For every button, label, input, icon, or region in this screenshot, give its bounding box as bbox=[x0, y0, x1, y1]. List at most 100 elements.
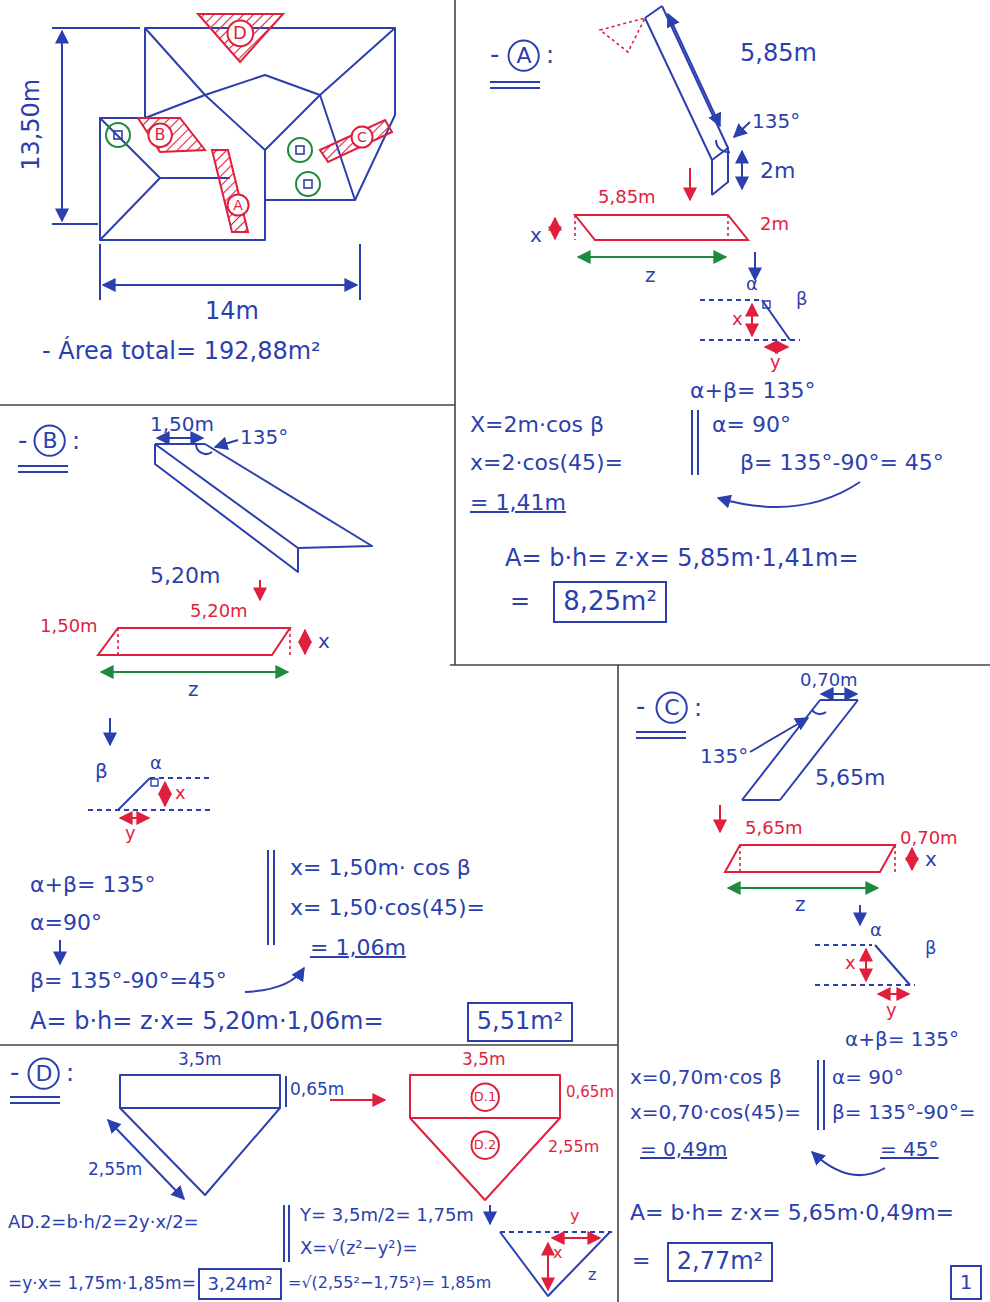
unfolded-strip bbox=[689, 168, 691, 200]
node-text: D.1 bbox=[474, 1090, 496, 1105]
node-text: 8,25m² bbox=[563, 587, 657, 617]
formula-line: x=0,70m·cos β bbox=[630, 1066, 782, 1089]
hidden-edge bbox=[727, 215, 729, 240]
node-text: C bbox=[664, 695, 679, 720]
node-text: 5,51m² bbox=[477, 1008, 563, 1036]
roof-strip-sketch bbox=[88, 809, 210, 811]
formula-line: A= b·h= z·x= 5,20m·1,06m= bbox=[30, 1008, 384, 1036]
formula-line: = bbox=[632, 1248, 650, 1273]
roof-plan bbox=[100, 28, 395, 240]
unfolded-strip bbox=[739, 845, 741, 872]
dimension-label: 2m bbox=[760, 158, 795, 183]
roof-triangle-sketch bbox=[120, 1107, 280, 1109]
dimension-line bbox=[103, 284, 357, 286]
variable-letter: z bbox=[188, 678, 199, 701]
roof-strip-sketch bbox=[151, 779, 158, 786]
roof-strip-sketch bbox=[817, 1060, 819, 1130]
roof-plan bbox=[264, 150, 266, 200]
dimension-label: 1,50m bbox=[40, 616, 98, 637]
formula-line: α+β= 135° bbox=[845, 1028, 959, 1051]
formula-line: x= 1,50m· cos β bbox=[290, 855, 471, 880]
heading-mark: - bbox=[10, 1058, 19, 1088]
roof-strip-sketch bbox=[742, 700, 820, 800]
formula-line: = 0,49m bbox=[640, 1138, 727, 1161]
split-triangle bbox=[552, 1237, 600, 1239]
roof-triangle-sketch bbox=[500, 1231, 612, 1233]
unfolded-strip bbox=[117, 628, 119, 655]
skylight-symbol bbox=[296, 172, 320, 196]
circle-outline bbox=[227, 194, 248, 215]
circle-outline bbox=[35, 426, 65, 456]
formula-line: X=√(z²−y²)= bbox=[300, 1238, 418, 1259]
formula-line: =y·x= 1,75m·1,85m= bbox=[8, 1274, 196, 1294]
variable-letter: x bbox=[175, 783, 186, 804]
roof-strip-sketch bbox=[118, 778, 150, 810]
roof-triangle-sketch bbox=[288, 1205, 290, 1262]
heading-underline bbox=[10, 1096, 60, 1098]
formula-line: x=0,70·cos(45)= bbox=[630, 1101, 801, 1124]
unfolded-strip bbox=[751, 304, 753, 336]
formula-line: =√(2,55²−1,75²)= 1,85m bbox=[288, 1274, 491, 1292]
skylight-square bbox=[296, 146, 304, 154]
formula-line: β= 135°-90°= 45° bbox=[740, 450, 944, 475]
dimension-label: 0,70m bbox=[900, 828, 958, 849]
skylight-symbol bbox=[288, 138, 312, 162]
node-text: B bbox=[42, 428, 57, 453]
dimension-label: 5,85m bbox=[740, 40, 817, 68]
roof-strip-sketch bbox=[150, 777, 210, 779]
node-text: D bbox=[36, 1061, 53, 1086]
unfolded-strip bbox=[164, 782, 166, 806]
node-text: C bbox=[357, 129, 367, 145]
panel-divider bbox=[0, 1044, 618, 1046]
formula-line: α+β= 135° bbox=[690, 378, 815, 403]
variable-letter: β bbox=[796, 289, 808, 310]
length-arrow bbox=[101, 671, 288, 673]
unfolded-strip bbox=[575, 215, 748, 240]
dimension-line bbox=[61, 31, 63, 221]
dimension-line bbox=[52, 223, 98, 225]
node-text: D bbox=[233, 23, 247, 44]
variable-letter: x bbox=[318, 630, 330, 653]
split-triangle bbox=[547, 1243, 549, 1290]
circle-outline bbox=[148, 123, 171, 146]
hidden-edge bbox=[575, 18, 728, 240]
part-letter: C bbox=[350, 125, 374, 149]
panel-divider bbox=[617, 665, 619, 1302]
formula-line: = 1,06m bbox=[310, 935, 406, 960]
roof-strip-sketch bbox=[645, 6, 730, 195]
roof-strip-sketch bbox=[157, 437, 203, 439]
circle-outline bbox=[227, 20, 253, 46]
heading-mark: : bbox=[694, 695, 702, 723]
section-letter: A bbox=[507, 39, 540, 72]
roof-triangle-sketch bbox=[283, 1205, 285, 1262]
angle-figure bbox=[692, 300, 860, 507]
heading-mark: : bbox=[66, 1060, 74, 1088]
variable-letter: β bbox=[925, 938, 937, 959]
angle-figure bbox=[697, 410, 699, 475]
part-letter: B bbox=[147, 122, 173, 148]
split-triangle bbox=[330, 1099, 385, 1101]
unfolded-strip bbox=[878, 993, 909, 995]
node-text: A bbox=[516, 43, 531, 68]
skylight-symbol bbox=[106, 123, 320, 196]
variable-letter: y bbox=[770, 352, 781, 373]
formula-line: = 45° bbox=[880, 1138, 939, 1161]
roof-plan bbox=[145, 28, 205, 95]
hidden-edge bbox=[574, 215, 576, 240]
variable-letter: x bbox=[925, 848, 937, 871]
dimension-label: 2,55m bbox=[548, 1138, 599, 1156]
dimension-label: 3,5m bbox=[178, 1050, 222, 1070]
roof-strip-sketch bbox=[859, 905, 861, 925]
heading-underline bbox=[636, 731, 686, 733]
variable-letter: z bbox=[795, 893, 806, 916]
circle-outline bbox=[657, 693, 687, 723]
formula-line: = bbox=[510, 588, 530, 616]
roof-strip-sketch bbox=[273, 850, 275, 945]
result-box: 3,24m² bbox=[198, 1268, 283, 1301]
roof-strip-sketch bbox=[812, 710, 826, 714]
unfolded-strip bbox=[98, 580, 305, 818]
dimension-arrow bbox=[734, 122, 750, 137]
heading-underline bbox=[490, 87, 540, 89]
unfolded-strip bbox=[289, 628, 291, 655]
